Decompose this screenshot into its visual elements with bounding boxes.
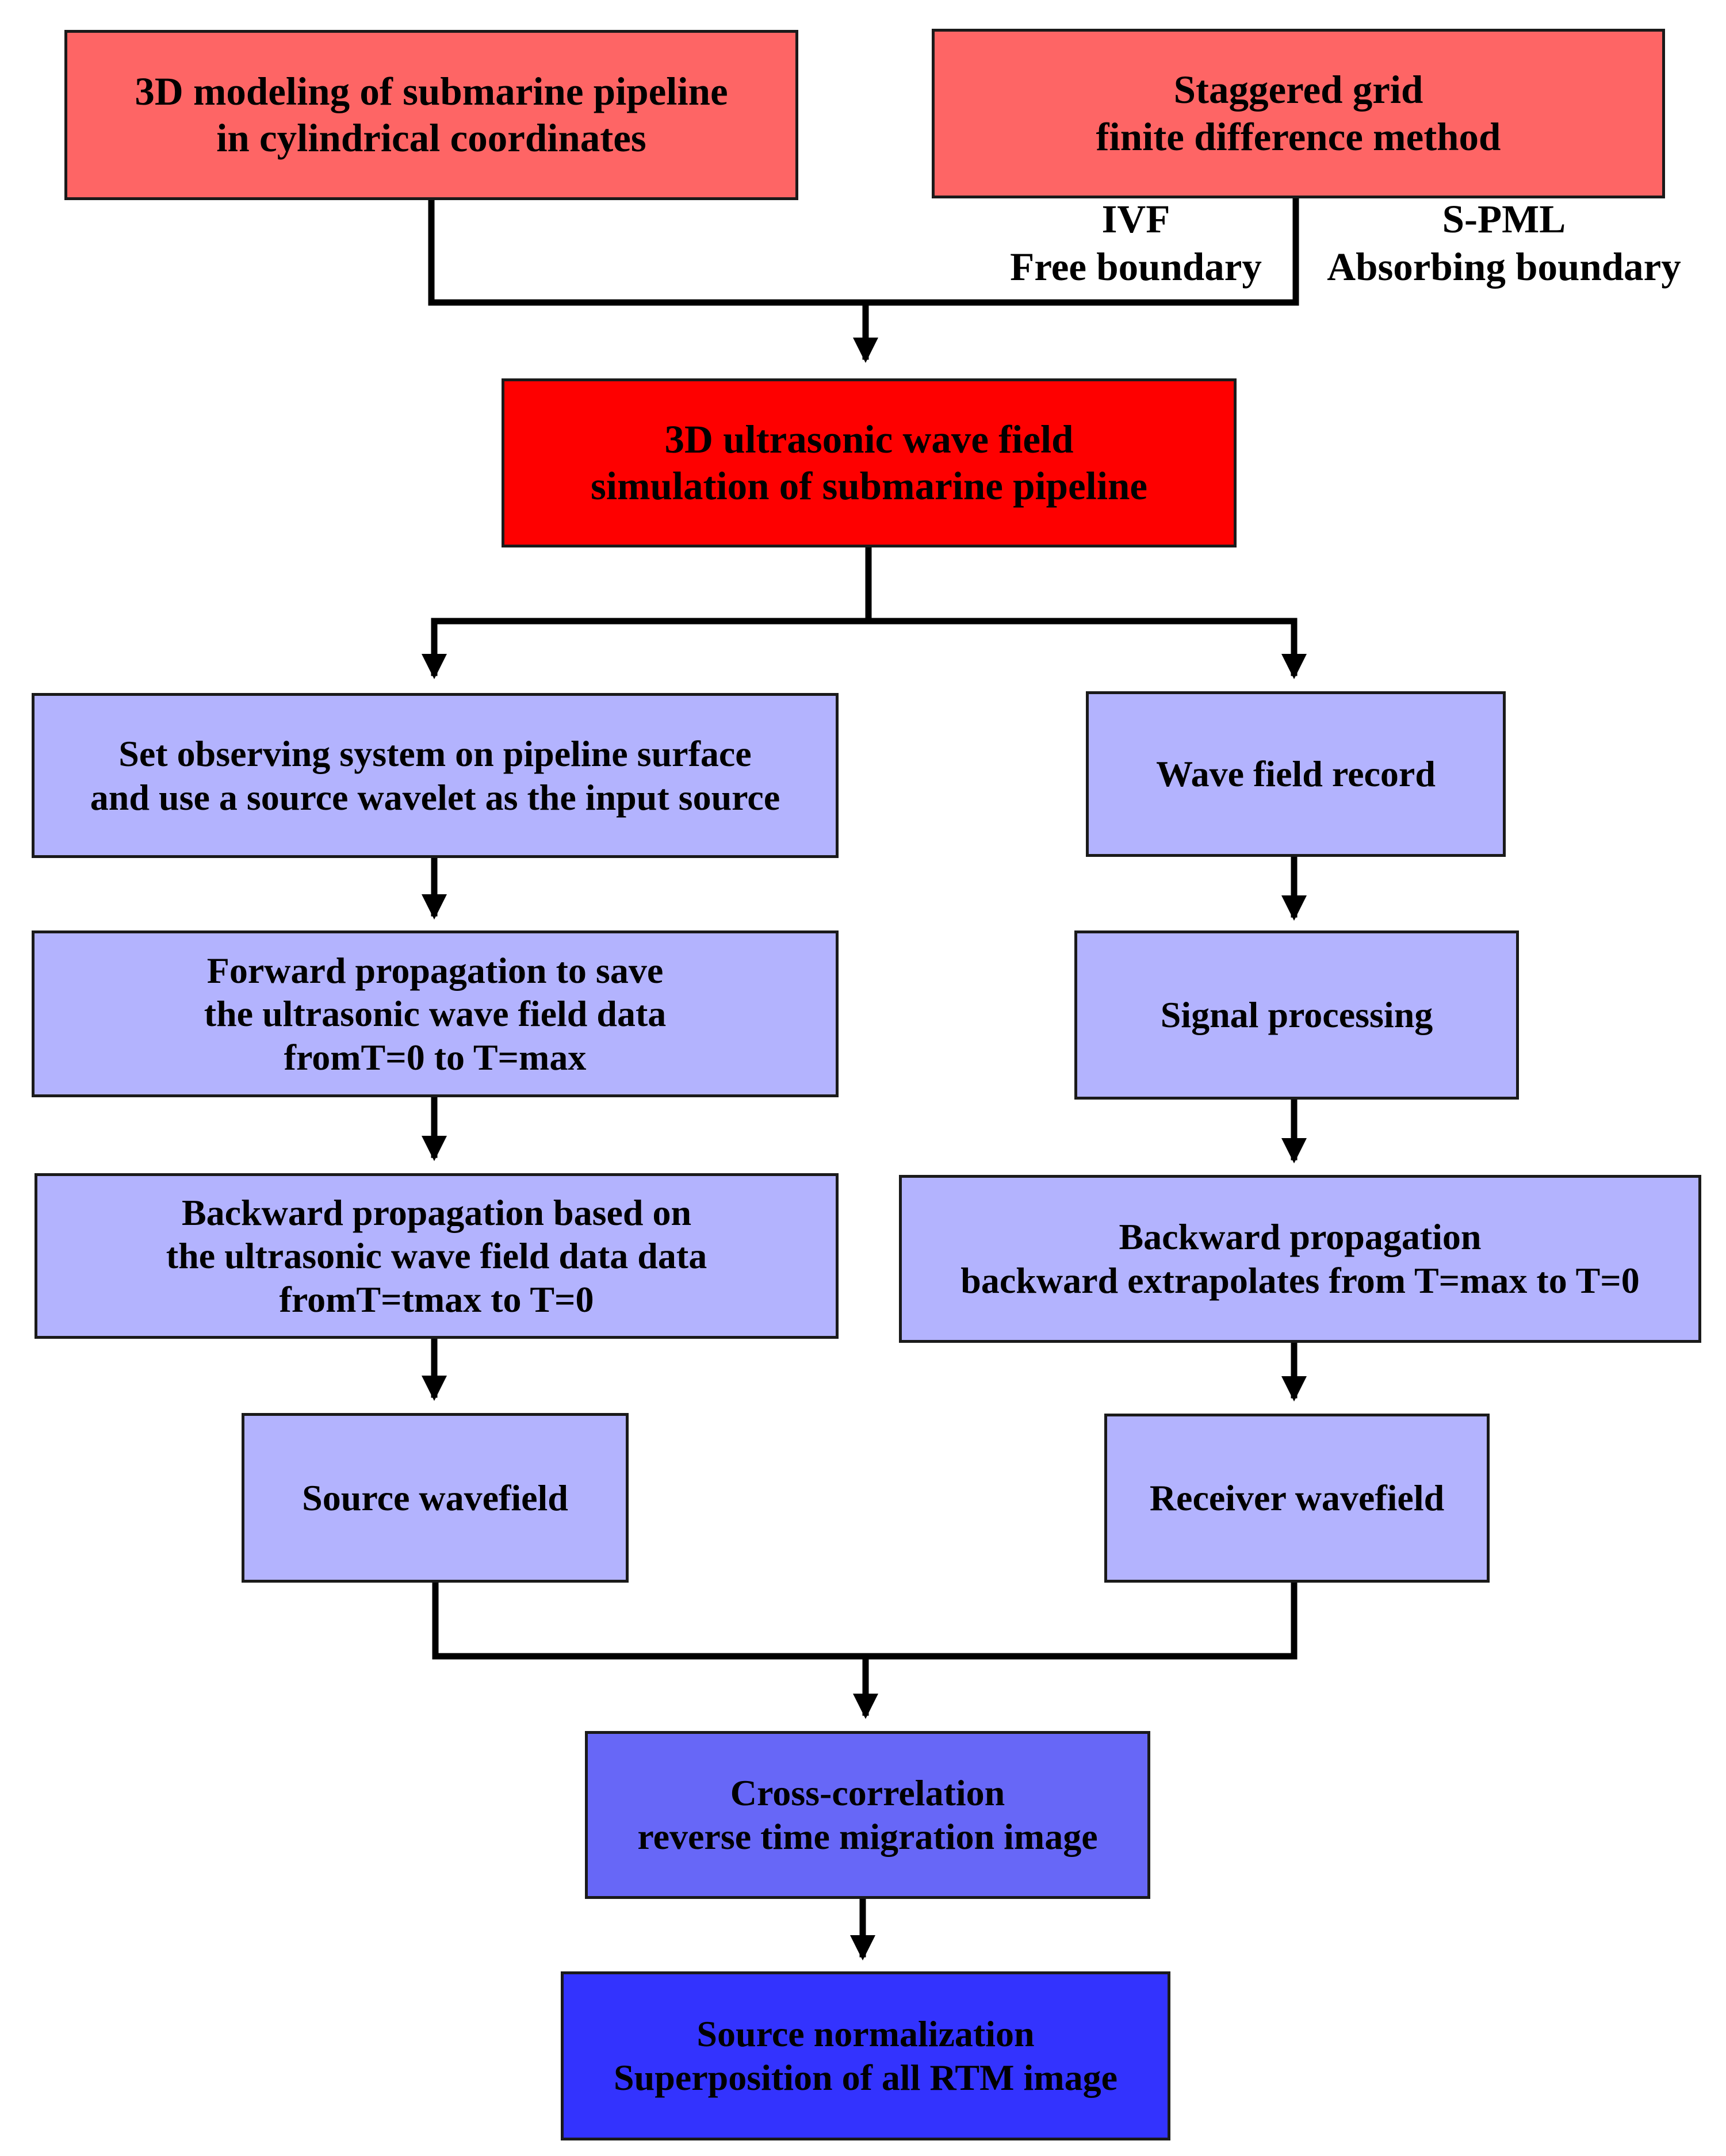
node-backward-right: Backward propagation backward extrapolat…: [899, 1175, 1701, 1343]
node-cross-correlation: Cross-correlation reverse time migration…: [585, 1731, 1150, 1899]
node-simulation: 3D ultrasonic wave field simulation of s…: [502, 378, 1237, 547]
node-observing: Set observing system on pipeline surface…: [32, 693, 839, 858]
node-backward-left-line-1: Backward propagation based on: [181, 1192, 692, 1233]
node-modeling-line-2: in cylindrical coordinates: [216, 116, 646, 160]
node-signal: Signal processing: [1074, 930, 1519, 1100]
node-backward-right-line-2: backward extrapolates from T=max to T=0: [960, 1260, 1640, 1301]
node-normalization-line-1: Source normalization: [696, 2013, 1035, 2055]
node-wave-record-line-1: Wave field record: [1156, 753, 1436, 795]
node-backward-left-line-2: the ultrasonic wave field data data: [166, 1235, 707, 1277]
node-backward-right-line-1: Backward propagation: [1119, 1216, 1482, 1258]
annotation-ivf: IVF Free boundary: [986, 196, 1285, 291]
node-wave-record: Wave field record: [1086, 691, 1506, 857]
node-observing-line-1: Set observing system on pipeline surface: [118, 733, 752, 774]
node-staggered-line-1: Staggered grid: [1173, 68, 1423, 112]
annotation-spml-line-1: S-PML: [1442, 197, 1566, 241]
node-receiver-wavefield-line-1: Receiver wavefield: [1149, 1477, 1445, 1519]
annotation-spml: S-PML Absorbing boundary: [1294, 196, 1714, 291]
node-normalization-line-2: Superposition of all RTM image: [614, 2057, 1118, 2098]
node-cross-line-1: Cross-correlation: [730, 1772, 1005, 1814]
node-cross-line-2: reverse time migration image: [637, 1816, 1098, 1857]
annotation-ivf-line-1: IVF: [1101, 197, 1170, 241]
node-forward: Forward propagation to save the ultrason…: [32, 930, 839, 1097]
annotation-ivf-line-2: Free boundary: [1010, 244, 1262, 289]
node-source-wavefield-line-1: Source wavefield: [302, 1477, 568, 1518]
node-observing-line-2: and use a source wavelet as the input so…: [90, 776, 780, 818]
node-modeling-line-1: 3D modeling of submarine pipeline: [135, 69, 728, 113]
annotation-spml-line-2: Absorbing boundary: [1327, 244, 1681, 289]
node-simulation-line-2: simulation of submarine pipeline: [590, 464, 1148, 508]
node-forward-line-3: fromT=0 to T=max: [284, 1036, 587, 1078]
node-forward-line-1: Forward propagation to save: [206, 949, 664, 991]
node-receiver-wavefield: Receiver wavefield: [1104, 1414, 1490, 1583]
node-source-wavefield: Source wavefield: [242, 1413, 629, 1583]
node-modeling: 3D modeling of submarine pipeline in cyl…: [64, 30, 798, 200]
node-forward-line-2: the ultrasonic wave field data: [204, 993, 667, 1035]
node-staggered-line-2: finite difference method: [1096, 114, 1501, 159]
node-backward-left: Backward propagation based on the ultras…: [35, 1173, 839, 1339]
node-simulation-line-1: 3D ultrasonic wave field: [664, 417, 1074, 461]
node-staggered: Staggered grid finite difference method: [932, 29, 1665, 198]
node-source-normalization: Source normalization Superposition of al…: [561, 1971, 1170, 2140]
node-signal-line-1: Signal processing: [1160, 994, 1433, 1036]
node-backward-left-line-3: fromT=tmax to T=0: [279, 1278, 594, 1320]
